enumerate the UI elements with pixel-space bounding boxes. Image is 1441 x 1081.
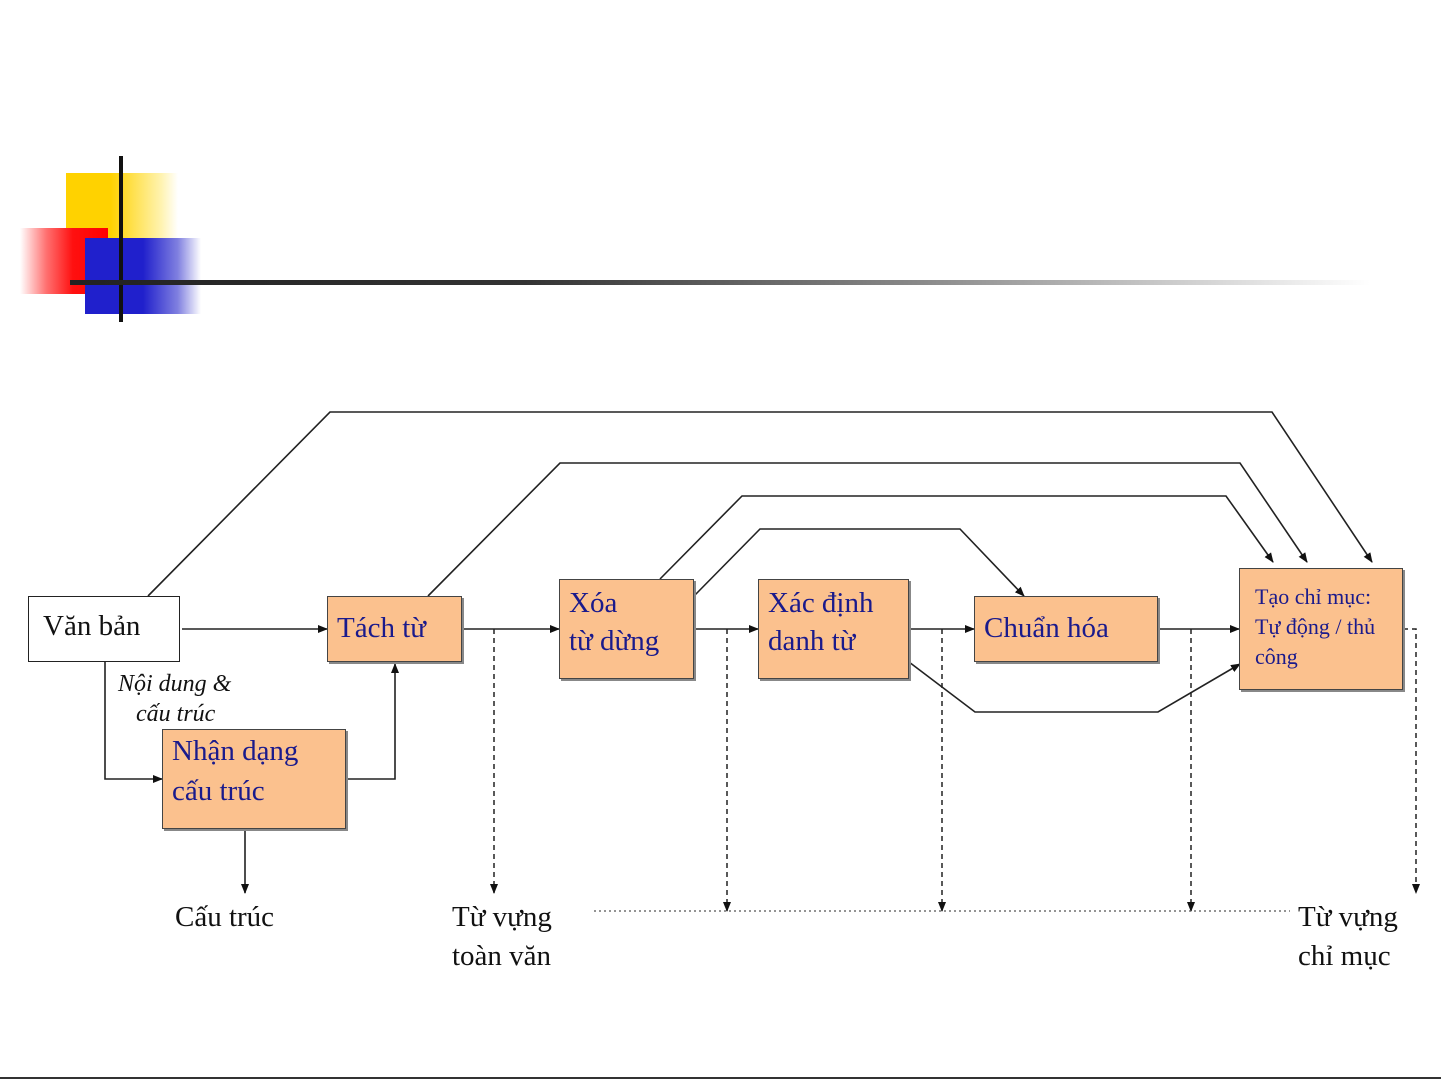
box-xoa-line1: Xóa bbox=[569, 584, 617, 622]
output-tu-vung-toan-van-line1: Từ vựng bbox=[452, 898, 552, 936]
box-taochimuc-line1: Tạo chỉ mục: bbox=[1255, 582, 1371, 612]
box-xoa-line2: từ dừng bbox=[569, 622, 659, 660]
box-xacdinh-line1: Xác định bbox=[768, 584, 874, 622]
box-nhan-dang-cau-truc: Nhận dạng cấu trúc bbox=[162, 729, 346, 829]
input-document-label: Văn bản bbox=[43, 610, 140, 643]
box-nhandang-line1: Nhận dạng bbox=[172, 732, 298, 770]
bypass-vanban-to-taochimuc bbox=[148, 412, 1372, 596]
edge-note-line1: Nội dung & bbox=[118, 670, 231, 699]
edge-note-line2: cấu trúc bbox=[136, 700, 215, 729]
box-nhandang-line2: cấu trúc bbox=[172, 772, 265, 810]
box-xac-dinh-danh-tu: Xác định danh từ bbox=[758, 579, 909, 679]
box-chuanhoa-label: Chuẩn hóa bbox=[984, 609, 1109, 647]
box-tach-tu-label: Tách từ bbox=[337, 609, 426, 647]
output-tu-vung-toan-van-line2: toàn văn bbox=[452, 937, 551, 975]
output-cau-truc: Cấu trúc bbox=[175, 898, 274, 936]
box-taochimuc-line2: Tự động / thủ bbox=[1255, 612, 1375, 642]
output-tu-vung-chi-muc-line1: Từ vựng bbox=[1298, 898, 1398, 936]
arrow-nhandang-to-tachtu bbox=[346, 664, 395, 779]
box-chuan-hoa: Chuẩn hóa bbox=[974, 596, 1158, 662]
input-document-vanban: Văn bản bbox=[28, 596, 180, 662]
box-tao-chi-muc: Tạo chỉ mục: Tự động / thủ công bbox=[1239, 568, 1403, 690]
box-tach-tu: Tách từ bbox=[327, 596, 462, 662]
output-tu-vung-chi-muc-line2: chỉ mục bbox=[1298, 937, 1391, 975]
box-taochimuc-line3: công bbox=[1255, 642, 1298, 672]
box-xacdinh-line2: danh từ bbox=[768, 622, 855, 660]
box-xoa-tu-dung: Xóa từ dừng bbox=[559, 579, 694, 679]
dashed-to-tuvung-chimuc bbox=[1403, 629, 1416, 893]
